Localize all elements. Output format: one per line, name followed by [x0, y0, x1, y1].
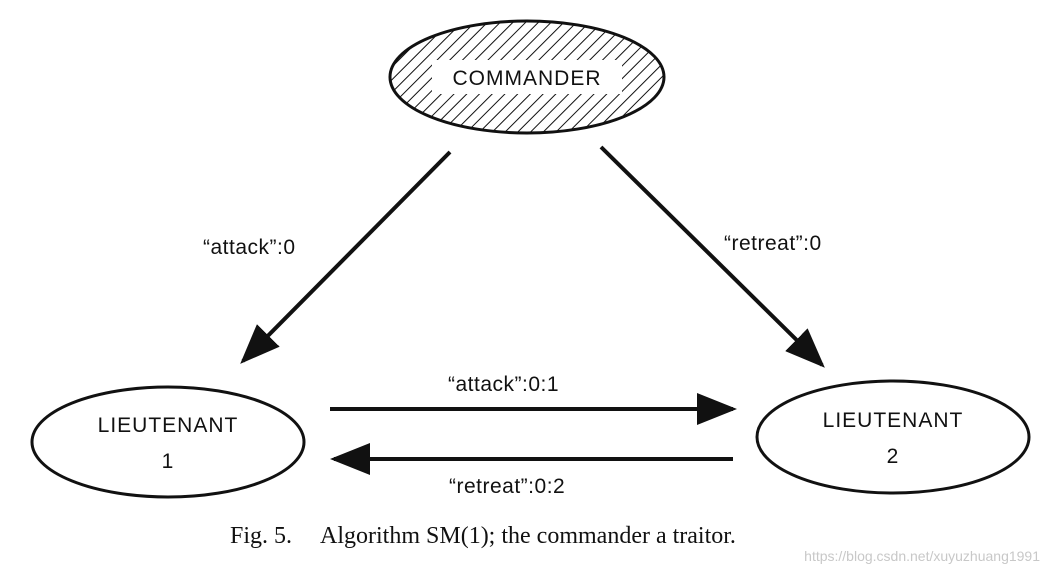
figure-caption-text: Algorithm SM(1); the commander a traitor… [320, 523, 736, 549]
edge-label-lieutenant-2-to-lieutenant-1: “retreat”:0:2 [449, 475, 565, 498]
commander-node: COMMANDER [388, 19, 666, 135]
edge-commander-to-lieutenant-2: “retreat”:0 [599, 145, 825, 368]
edge-label-lieutenant-1-to-lieutenant-2: “attack”:0:1 [448, 373, 559, 396]
figure-number: Fig. 5. [230, 523, 293, 549]
lieutenant-2-number: 2 [887, 445, 900, 468]
arrow-commander-to-lieutenant-2 [599, 145, 825, 368]
edge-lieutenant-2-to-lieutenant-1: “retreat”:0:2 [330, 443, 733, 498]
lieutenant-2-label: LIEUTENANT [823, 409, 964, 432]
watermark-url: https://blog.csdn.net/xuyuzhuang1991 [804, 548, 1040, 564]
figure-caption: Fig. 5. Algorithm SM(1); the commander a … [230, 523, 736, 550]
lieutenant-2-node: LIEUTENANT 2 [755, 379, 1031, 495]
lieutenant-2-ellipse [755, 379, 1031, 495]
commander-label-background [432, 60, 622, 94]
commander-label: COMMANDER [453, 67, 602, 90]
lieutenant-1-node: LIEUTENANT 1 [30, 385, 306, 499]
edge-label-commander-to-lieutenant-1: “attack”:0 [203, 236, 296, 259]
lieutenant-1-number: 1 [162, 450, 175, 473]
lieutenant-1-label: LIEUTENANT [98, 414, 239, 437]
arrow-commander-to-lieutenant-1 [240, 150, 452, 364]
edge-commander-to-lieutenant-1: “attack”:0 [203, 150, 452, 364]
lieutenant-1-ellipse [30, 385, 306, 499]
edge-label-commander-to-lieutenant-2: “retreat”:0 [724, 232, 822, 255]
edge-lieutenant-1-to-lieutenant-2: “attack”:0:1 [330, 373, 737, 425]
